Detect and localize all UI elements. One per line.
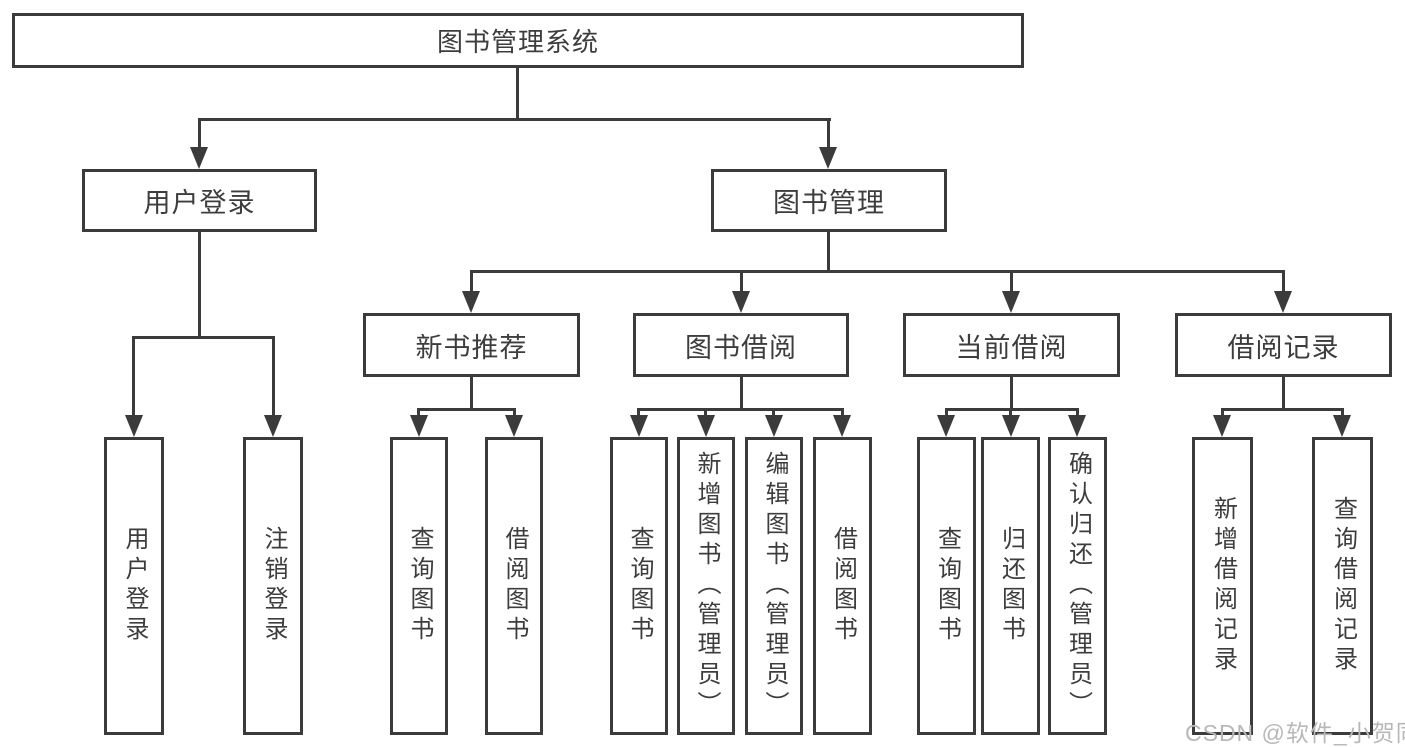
connector-line: [1282, 270, 1285, 293]
node-root-system: 图书管理系统: [12, 13, 1024, 68]
connector-line: [1009, 408, 1012, 419]
leaf-borrow-edit-books-admin: 编辑图书（管理员）: [745, 437, 803, 735]
node-label: 借阅图书: [501, 526, 528, 646]
node-label: 新书推荐: [415, 332, 528, 363]
connector-line: [132, 336, 275, 339]
arrow-down-icon: [190, 147, 208, 169]
connector-line: [827, 118, 830, 150]
connector-line: [198, 118, 831, 121]
arrow-down-icon: [1213, 415, 1231, 437]
csdn-watermark: CSDN @软件_小贺同学: [1185, 720, 1405, 746]
leaf-records-query-record: 查询借阅记录: [1312, 437, 1373, 735]
node-label: 借阅图书: [829, 526, 857, 646]
node-label: 查询图书: [933, 526, 961, 646]
node-book-borrow: 图书借阅: [633, 313, 849, 377]
arrow-down-icon: [1333, 415, 1351, 437]
connector-line: [516, 68, 519, 121]
leaf-recommend-query-books: 查询图书: [390, 437, 448, 735]
leaf-borrow-borrow-books: 借阅图书: [813, 437, 872, 735]
connector-line: [637, 408, 640, 419]
connector-line: [1010, 377, 1013, 411]
leaf-user-login: 用户登录: [104, 437, 164, 735]
arrow-down-icon: [1002, 415, 1020, 437]
arrow-down-icon: [410, 415, 428, 437]
node-label: 新增图书（管理员）: [693, 451, 720, 721]
connector-line: [198, 232, 201, 339]
connector-line: [132, 336, 135, 418]
arrow-down-icon: [505, 415, 523, 437]
connector-line: [272, 336, 275, 418]
node-book-manage: 图书管理: [711, 169, 947, 232]
leaf-logout: 注销登录: [243, 437, 303, 735]
node-label: 编辑图书（管理员）: [761, 451, 788, 721]
connector-line: [470, 270, 473, 293]
connector-line: [1221, 408, 1344, 411]
node-label: 图书借阅: [685, 332, 797, 363]
arrow-down-icon: [1274, 291, 1292, 313]
connector-line: [513, 408, 516, 419]
arrow-down-icon: [937, 415, 955, 437]
connector-line: [637, 408, 843, 411]
node-label: 新增借阅记录: [1209, 496, 1237, 676]
node-label: 图书管理系统: [436, 27, 599, 57]
arrow-down-icon: [1068, 415, 1086, 437]
connector-line: [417, 408, 420, 419]
arrow-down-icon: [833, 415, 851, 437]
leaf-records-add-record: 新增借阅记录: [1192, 437, 1253, 735]
node-label: 归还图书: [997, 526, 1025, 646]
arrow-down-icon: [1002, 291, 1020, 313]
node-label: 图书管理: [773, 188, 885, 218]
node-label: 借阅记录: [1227, 332, 1340, 363]
node-label: 用户登录: [143, 188, 256, 218]
connector-line: [772, 408, 775, 419]
connector-line: [1010, 270, 1013, 293]
leaf-current-return-books: 归还图书: [981, 437, 1040, 735]
node-label: 注销登录: [260, 526, 287, 646]
arrow-down-icon: [765, 415, 783, 437]
node-label: 当前借阅: [955, 332, 1068, 363]
node-label: 查询借阅记录: [1329, 496, 1357, 676]
arrow-down-icon: [264, 415, 282, 437]
connector-line: [740, 377, 743, 411]
connector-line: [198, 118, 201, 150]
leaf-borrow-query-books: 查询图书: [610, 437, 668, 735]
leaf-borrow-add-books-admin: 新增图书（管理员）: [677, 437, 735, 735]
connector-line: [1221, 408, 1224, 419]
arrow-down-icon: [125, 415, 143, 437]
arrow-down-icon: [630, 415, 648, 437]
connector-line: [417, 408, 516, 411]
node-current-borrow: 当前借阅: [903, 313, 1120, 377]
connector-line: [945, 408, 948, 419]
connector-line: [470, 270, 1285, 273]
node-user-login: 用户登录: [82, 169, 317, 232]
leaf-recommend-borrow-books: 借阅图书: [485, 437, 543, 735]
node-label: 查询图书: [406, 526, 433, 646]
connector-line: [704, 408, 707, 419]
connector-line: [470, 377, 473, 411]
node-label: 确认归还（管理员）: [1064, 451, 1092, 721]
connector-line: [827, 232, 830, 273]
leaf-current-query-books: 查询图书: [917, 437, 976, 735]
connector-line: [841, 408, 844, 419]
connector-line: [1076, 408, 1079, 419]
connector-line: [1282, 377, 1285, 411]
node-label: 用户登录: [121, 526, 148, 646]
node-label: 查询图书: [626, 526, 653, 646]
arrow-down-icon: [819, 147, 837, 169]
node-borrow-records: 借阅记录: [1175, 313, 1392, 377]
node-new-book-recommend: 新书推荐: [363, 313, 580, 377]
connector-line: [740, 270, 743, 293]
leaf-current-confirm-return-admin: 确认归还（管理员）: [1048, 437, 1107, 735]
arrow-down-icon: [732, 291, 750, 313]
arrow-down-icon: [697, 415, 715, 437]
connector-line: [1341, 408, 1344, 419]
arrow-down-icon: [462, 291, 480, 313]
